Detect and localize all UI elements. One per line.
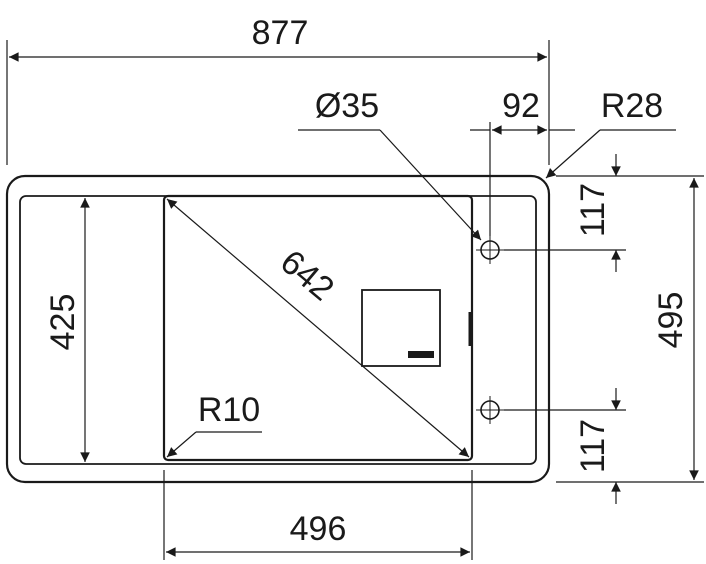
drainer-inner-outline <box>19 195 537 465</box>
dim-drainer-depth: 425 <box>44 198 90 462</box>
dim-bowl-corner-radius-label: R10 <box>198 391 260 429</box>
dim-outer-corner-radius: R28 <box>545 87 676 179</box>
bowl-outline <box>162 194 474 462</box>
dim-overall-width: 877 <box>6 14 550 165</box>
dim-bowl-corner-radius: R10 <box>166 391 262 458</box>
dim-tap-hole-offset: 92 <box>470 87 575 236</box>
dim-tap-hole-diameter: Ø35 <box>298 87 482 241</box>
dim-tap-hole-top-offset: 117 <box>504 154 626 272</box>
dim-outer-corner-radius-label: R28 <box>601 87 663 125</box>
dim-tap-hole-offset-label: 92 <box>502 87 540 125</box>
dim-overall-width-label: 877 <box>252 14 309 52</box>
dim-tap-hole-bottom-offset-label: 117 <box>574 419 612 473</box>
dim-tap-hole-top-offset-label: 117 <box>574 183 612 237</box>
tap-hole-top <box>476 236 504 264</box>
waste-outlet-slot <box>408 351 434 358</box>
dim-overall-depth: 495 <box>626 175 704 483</box>
dim-tap-hole-bottom-offset: 117 <box>504 388 626 504</box>
tap-hole-bottom <box>476 396 504 424</box>
dim-bowl-width: 496 <box>163 470 473 560</box>
sink-outer-outline <box>5 174 551 484</box>
dim-overall-depth-label: 495 <box>652 292 690 349</box>
dim-bowl-width-label: 496 <box>290 510 347 548</box>
dim-drainer-depth-label: 425 <box>44 294 82 351</box>
dim-tap-hole-diameter-label: Ø35 <box>315 87 379 125</box>
